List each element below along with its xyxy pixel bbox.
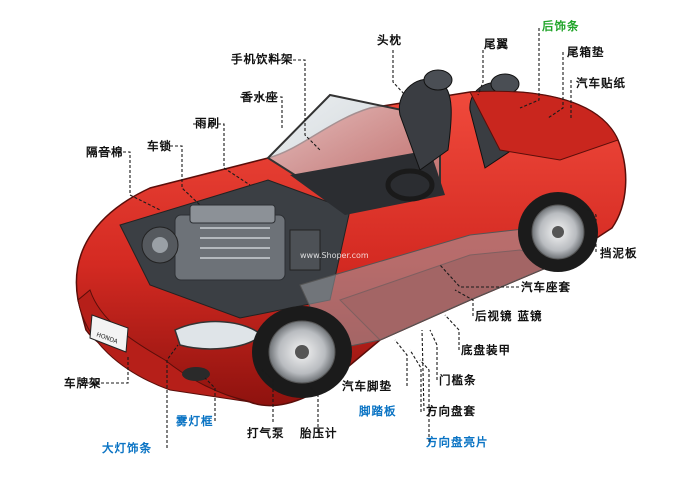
label-steering-trim: 方向盘亮片 — [426, 435, 489, 449]
label-mudguard: 挡泥板 — [600, 246, 638, 260]
label-mirror-blue: 后视镜 蓝镜 — [475, 309, 543, 323]
label-tire-gauge: 胎压计 — [300, 426, 338, 440]
steering-wheel — [385, 168, 435, 202]
label-fog-frame: 雾灯框 — [176, 414, 214, 428]
engine-block — [141, 204, 321, 281]
label-rear-wing: 尾翼 — [484, 37, 509, 51]
watermark-text: www.Shoper.com — [300, 251, 369, 260]
label-air-pump: 打气泵 — [247, 426, 285, 440]
label-chassis-armor: 底盘装甲 — [461, 343, 511, 357]
label-floor-mat: 汽车脚垫 — [342, 379, 392, 393]
label-car-sticker: 汽车贴纸 — [576, 76, 626, 90]
label-perfume-seat: 香水座 — [241, 90, 279, 104]
label-rear-trim: 后饰条 — [542, 19, 580, 33]
label-car-lock: 车锁 — [147, 139, 172, 153]
label-steering-cover: 方向盘套 — [426, 404, 476, 418]
label-seat-cover: 汽车座套 — [521, 280, 571, 294]
label-door-sill: 门槛条 — [439, 373, 477, 387]
label-sound-insulation: 隔音棉 — [86, 145, 124, 159]
fog-light — [182, 367, 210, 381]
label-wiper: 雨刷 — [195, 116, 220, 130]
label-pedal: 脚踏板 — [359, 404, 397, 418]
leader-lines — [86, 28, 597, 448]
label-phone-holder: 手机饮料架 — [231, 52, 294, 66]
label-license-frame: 车牌架 — [64, 376, 102, 390]
rear-wheel — [518, 192, 598, 272]
rear-deck — [469, 90, 619, 161]
license-plate: HONDA — [89, 314, 129, 353]
label-trunk-mat: 尾箱垫 — [567, 45, 605, 59]
label-headrest: 头枕 — [377, 33, 402, 47]
label-headlight-trim: 大灯饰条 — [102, 441, 152, 455]
car-body: HONDA www.Shoper.com — [75, 69, 627, 407]
front-wheel — [252, 306, 352, 398]
